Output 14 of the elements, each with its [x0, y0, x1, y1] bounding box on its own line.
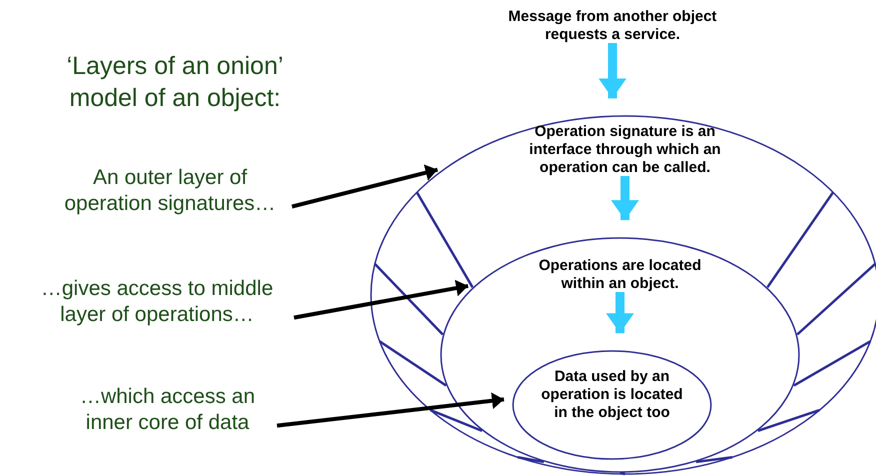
arrow	[292, 164, 438, 209]
layer-description: Operations are located within an object.	[538, 257, 702, 293]
annotation-text: An outer layer of operation signatures…	[63, 165, 277, 217]
title: ‘Layers of an onion’ model of an object:	[66, 51, 284, 114]
arrow	[294, 280, 468, 320]
arrow	[606, 292, 634, 334]
arrow	[598, 43, 626, 98]
message-text: Message from another object requests a service.	[507, 8, 718, 44]
layer-description: Operation signature is an interface through which an operation can be called.	[528, 123, 722, 177]
annotation-text: …which access an inner core of data	[78, 384, 256, 436]
arrow	[611, 176, 639, 220]
core-description: Data used by an operation is located in the object too	[540, 368, 684, 422]
annotation-text: …gives access to middle layer of operations…	[40, 276, 274, 328]
arrow	[276, 392, 504, 428]
